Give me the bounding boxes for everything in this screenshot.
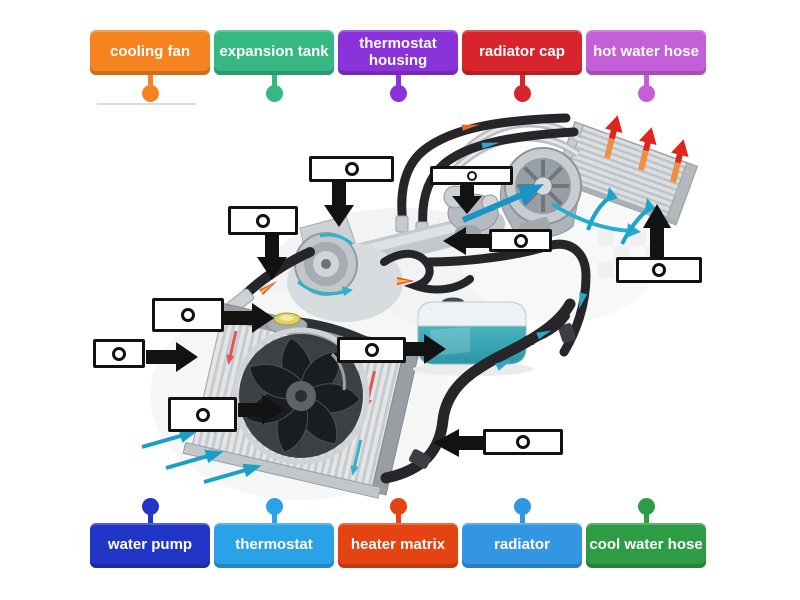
hot-air-arrows xyxy=(604,115,689,183)
label-text: thermostat xyxy=(235,536,313,554)
pin-dot xyxy=(638,498,655,515)
pin-stem xyxy=(272,74,277,88)
pointer-arrow-6 xyxy=(224,303,274,333)
pin-stem xyxy=(644,74,649,88)
drop-zone-10[interactable] xyxy=(483,429,563,455)
label-text: thermostat housing xyxy=(359,34,437,69)
label-text: expansion tank xyxy=(219,43,329,61)
pin-dot xyxy=(390,498,407,515)
label-chip-hot-water-hose[interactable]: hot water hose xyxy=(586,30,706,75)
drop-zone-marker xyxy=(181,308,195,322)
drop-zone-2[interactable] xyxy=(228,206,298,235)
pin-stem xyxy=(396,74,401,88)
pointer-arrow-3 xyxy=(452,184,482,214)
label-chip-cooling-fan[interactable]: cooling fan xyxy=(90,30,210,75)
drop-zone-3[interactable] xyxy=(430,166,513,185)
label-chip-radiator[interactable]: radiator xyxy=(462,523,582,568)
label-text: water pump xyxy=(107,536,193,554)
pointer-arrow-8 xyxy=(406,334,446,364)
pin-stem xyxy=(396,513,401,524)
pin-stem xyxy=(272,513,277,524)
pin-dot xyxy=(266,85,283,102)
drop-zone-8[interactable] xyxy=(337,337,406,363)
label-chip-expansion-tank[interactable]: expansion tank xyxy=(214,30,334,75)
pin-stem xyxy=(148,74,153,88)
label-text: radiator xyxy=(494,536,550,554)
drop-zone-marker xyxy=(513,233,528,248)
drop-zone-5[interactable] xyxy=(616,257,702,283)
pointer-arrow-7 xyxy=(146,342,198,372)
drop-zone-marker xyxy=(195,407,210,422)
label-text: cooling fan xyxy=(110,43,190,61)
drop-zone-6[interactable] xyxy=(152,298,224,332)
cool-air-arrows xyxy=(141,429,262,484)
label-chip-heater-matrix[interactable]: heater matrix xyxy=(338,523,458,568)
label-chip-thermostat-housing[interactable]: thermostat housing xyxy=(338,30,458,75)
drop-zone-marker xyxy=(466,170,477,181)
label-chip-radiator-cap[interactable]: radiator cap xyxy=(462,30,582,75)
label-text: heater matrix xyxy=(350,536,446,554)
pointer-arrow-1 xyxy=(324,181,354,227)
pointer-arrow-5 xyxy=(643,204,671,258)
drop-zone-marker xyxy=(112,346,126,361)
pin-dot xyxy=(638,85,655,102)
pin-stem xyxy=(520,74,525,88)
pin-stem xyxy=(148,513,153,524)
pin-dot xyxy=(142,85,159,102)
drop-zone-7[interactable] xyxy=(93,339,145,368)
pin-dot xyxy=(266,498,283,515)
label-chip-thermostat[interactable]: thermostat xyxy=(214,523,334,568)
pointer-arrow-4 xyxy=(443,227,490,255)
drop-zone-marker xyxy=(364,343,379,357)
pin-dot xyxy=(390,85,407,102)
label-text: radiator cap xyxy=(479,43,565,61)
label-text: hot water hose xyxy=(593,43,699,61)
blower-airflow-arrows xyxy=(461,184,656,245)
pin-dot xyxy=(142,498,159,515)
pin-stem xyxy=(520,513,525,524)
label-chip-cool-water-hose[interactable]: cool water hose xyxy=(586,523,706,568)
drop-zone-9[interactable] xyxy=(168,397,237,432)
drop-zone-marker xyxy=(344,162,359,176)
drop-zone-marker xyxy=(652,263,666,277)
drop-zone-4[interactable] xyxy=(489,229,552,252)
pointer-arrow-9 xyxy=(238,395,284,425)
label-text: cool water hose xyxy=(589,536,703,554)
pin-stem xyxy=(644,513,649,524)
heater-matrix-illustration xyxy=(552,115,699,226)
pointer-arrow-10 xyxy=(433,429,484,457)
label-chip-water-pump[interactable]: water pump xyxy=(90,523,210,568)
drop-zone-marker xyxy=(256,213,270,228)
pin-dot xyxy=(514,498,531,515)
drop-zone-1[interactable] xyxy=(309,156,394,182)
pointer-arrow-2 xyxy=(257,234,287,280)
pin-dot xyxy=(514,85,531,102)
coolant-hoses-illustration xyxy=(380,239,591,484)
heater-hoses-illustration xyxy=(395,113,579,239)
drop-zone-marker xyxy=(516,435,530,449)
